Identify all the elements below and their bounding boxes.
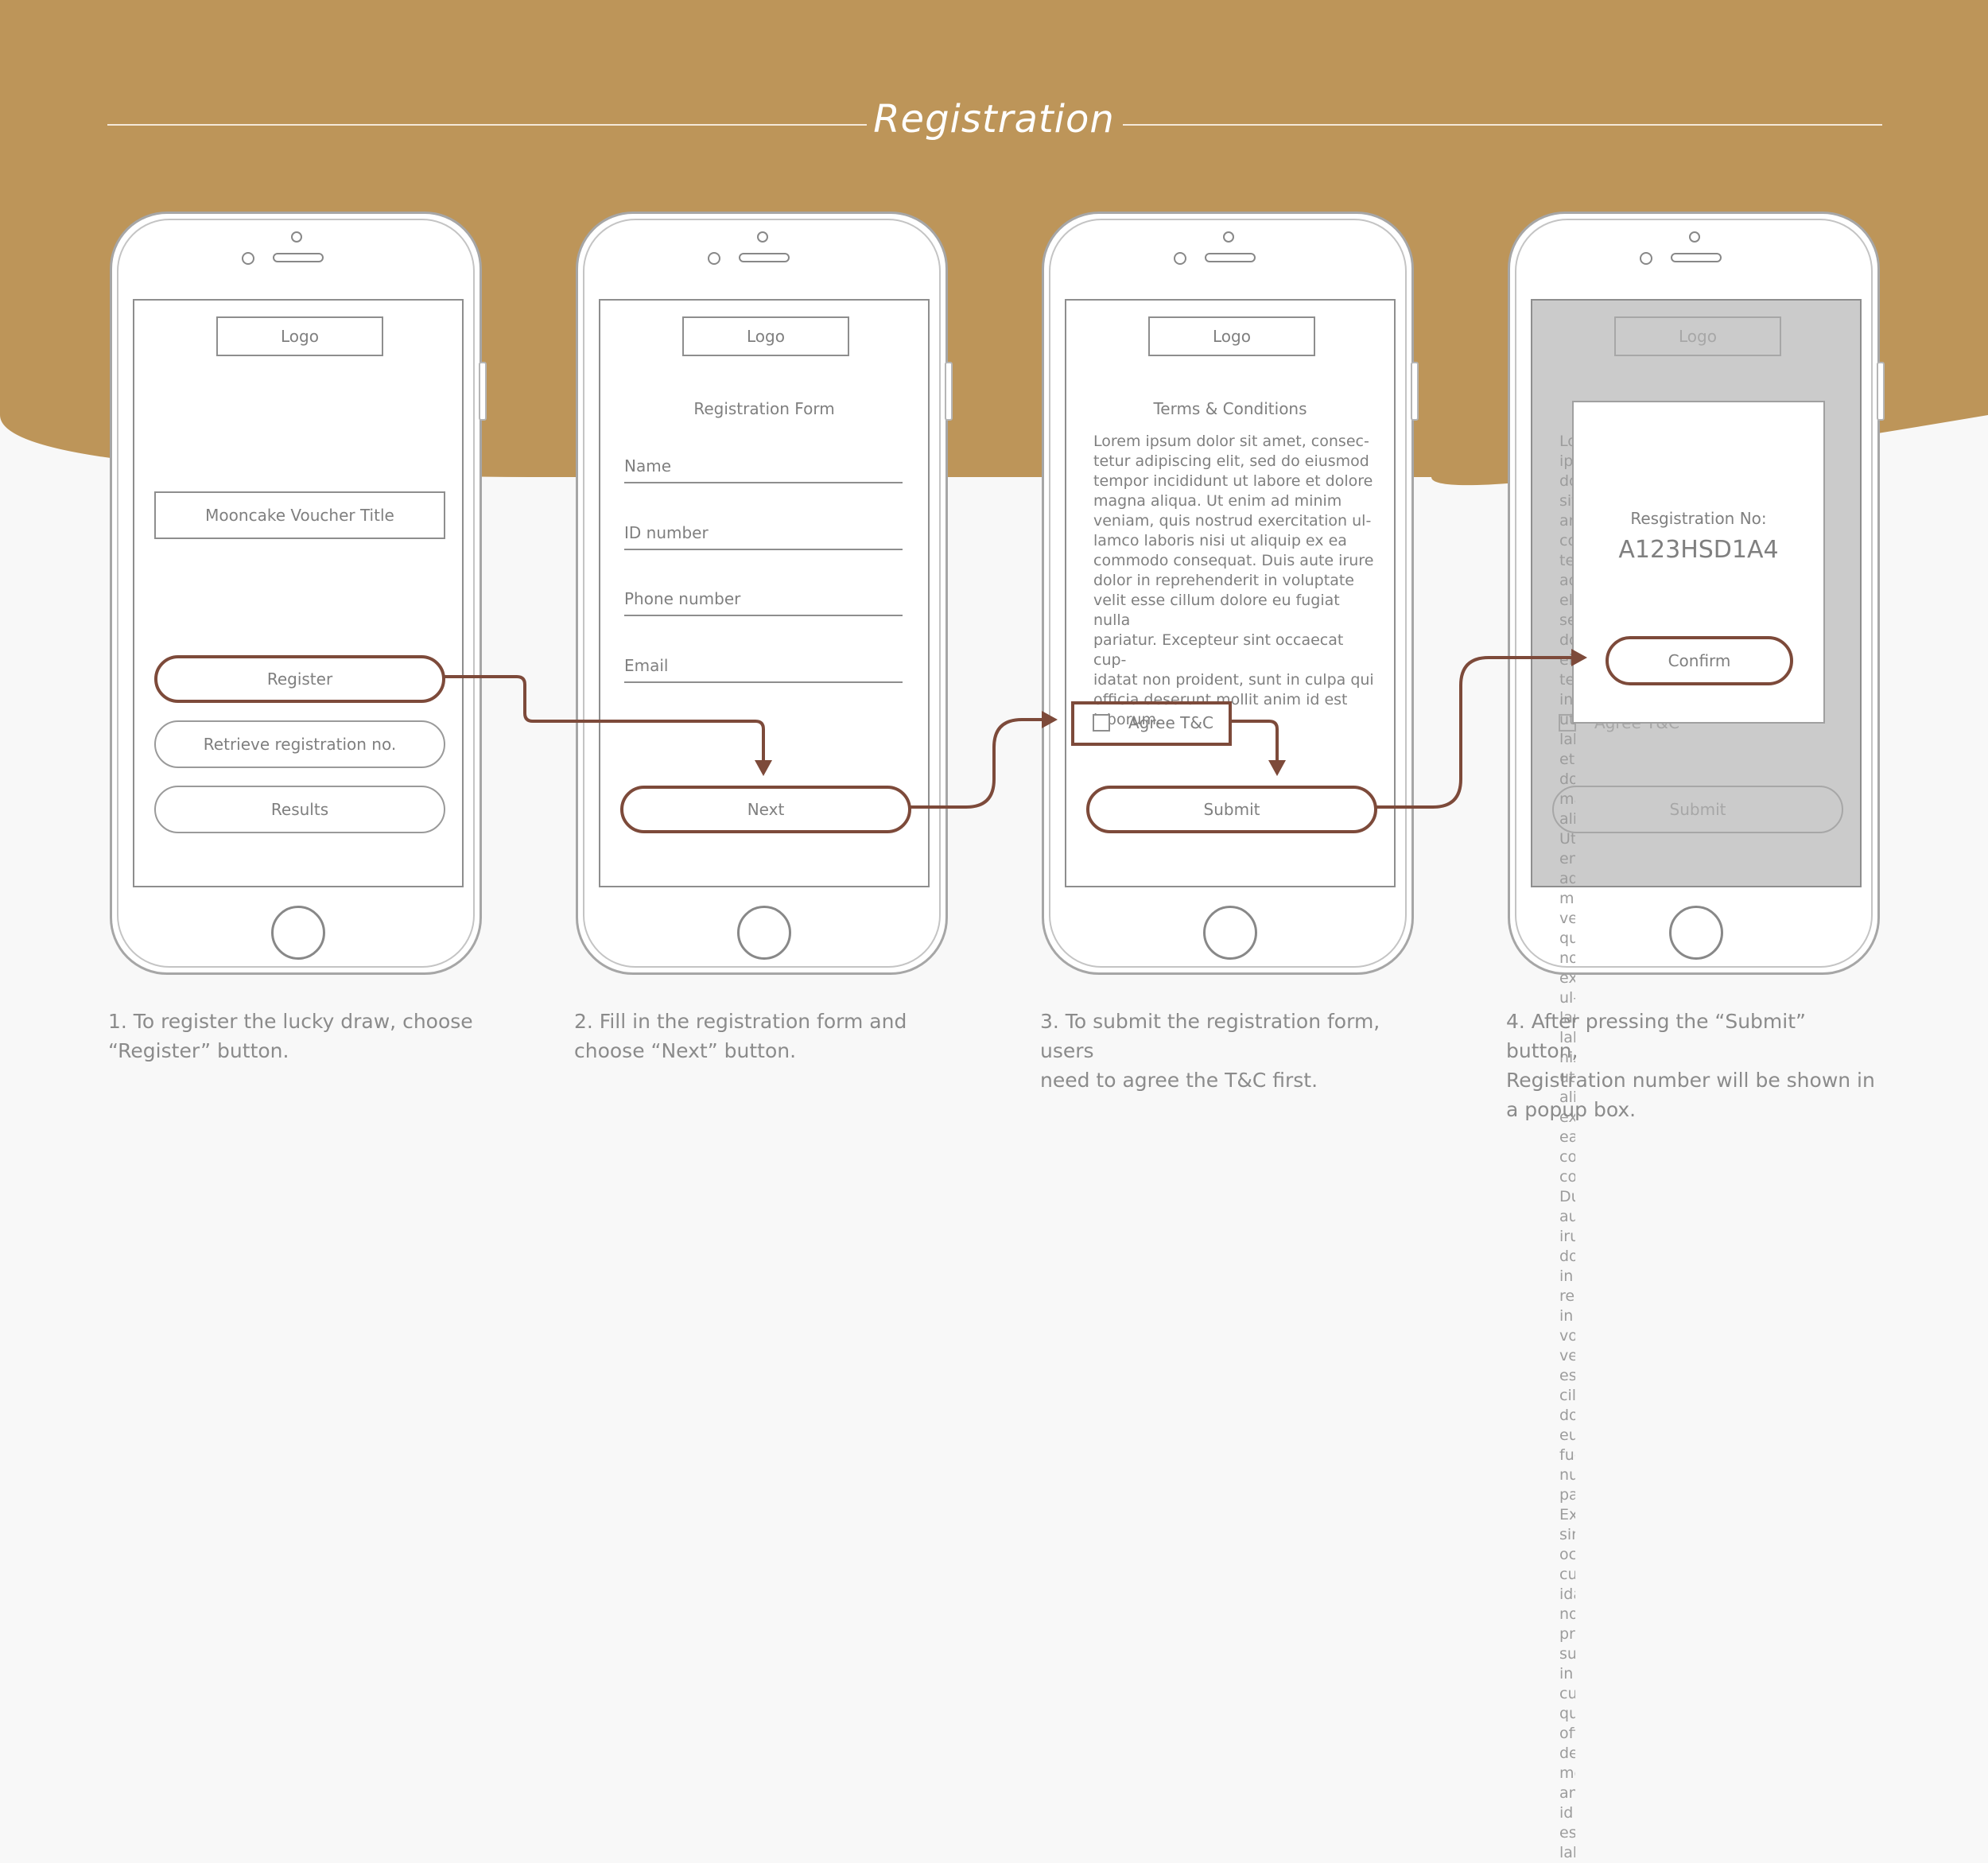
screen-registration-form: Logo Registration Form Name ID number Ph… bbox=[599, 299, 930, 887]
gold-banner-background bbox=[0, 0, 1988, 486]
sensor-icon bbox=[1174, 252, 1186, 265]
email-field[interactable] bbox=[624, 681, 903, 683]
speaker-grille-icon bbox=[1671, 253, 1722, 262]
screen-popup: Logo Lorem ipsum dolor sit amet, consec-… bbox=[1531, 299, 1862, 1861]
next-button[interactable]: Next bbox=[620, 786, 911, 833]
name-field[interactable] bbox=[624, 482, 903, 483]
confirm-button[interactable]: Confirm bbox=[1606, 636, 1793, 685]
title-rule-right bbox=[1123, 124, 1882, 126]
screen-home: Logo Mooncake Voucher Title Register Ret… bbox=[133, 299, 464, 887]
id-number-field-label: ID number bbox=[624, 523, 709, 542]
side-button bbox=[1411, 362, 1419, 421]
side-button bbox=[1877, 362, 1885, 421]
agree-tc-checkbox[interactable] bbox=[1093, 714, 1110, 732]
speaker-grille-icon bbox=[739, 253, 790, 262]
caption-step-4: 4. After pressing the “Submit” button, R… bbox=[1506, 1010, 1875, 1121]
phone-mockup-2: Logo Registration Form Name ID number Ph… bbox=[576, 212, 953, 975]
register-button[interactable]: Register bbox=[154, 655, 445, 703]
phone-number-field-label: Phone number bbox=[624, 589, 741, 608]
voucher-title-box: Mooncake Voucher Title bbox=[154, 491, 445, 539]
phone-mockup-1: Logo Mooncake Voucher Title Register Ret… bbox=[110, 212, 487, 975]
logo-placeholder: Logo bbox=[1614, 316, 1781, 356]
id-number-field[interactable] bbox=[624, 549, 903, 550]
phone-bezel bbox=[1515, 219, 1873, 968]
phone-number-field[interactable] bbox=[624, 615, 903, 616]
registration-number: A123HSD1A4 bbox=[1618, 536, 1779, 564]
logo-placeholder: Logo bbox=[216, 316, 383, 356]
home-button-icon bbox=[1669, 906, 1723, 960]
phone-bezel bbox=[117, 219, 475, 968]
name-field-label: Name bbox=[624, 456, 672, 475]
front-camera-icon bbox=[1689, 231, 1700, 243]
caption-step-1: 1. To register the lucky draw, choose “R… bbox=[108, 1010, 473, 1062]
logo-placeholder: Logo bbox=[682, 316, 849, 356]
side-button bbox=[945, 362, 953, 421]
title-rule-left bbox=[107, 124, 867, 126]
submit-button-dimmed: Submit bbox=[1552, 786, 1843, 833]
front-camera-icon bbox=[757, 231, 768, 243]
phone-bezel bbox=[1049, 219, 1407, 968]
phone-bezel bbox=[583, 219, 941, 968]
front-camera-icon bbox=[291, 231, 302, 243]
front-camera-icon bbox=[1223, 231, 1234, 243]
caption-step-2: 2. Fill in the registration form and cho… bbox=[574, 1010, 907, 1062]
retrieve-registration-button[interactable]: Retrieve registration no. bbox=[154, 720, 445, 768]
results-button[interactable]: Results bbox=[154, 786, 445, 833]
email-field-label: Email bbox=[624, 656, 669, 675]
phone-mockup-4: Logo Lorem ipsum dolor sit amet, consec-… bbox=[1508, 212, 1885, 1861]
phone-mockup-3: Logo Terms & Conditions Lorem ipsum dolo… bbox=[1042, 212, 1419, 975]
speaker-grille-icon bbox=[273, 253, 324, 262]
sensor-icon bbox=[242, 252, 254, 265]
terms-heading: Terms & Conditions bbox=[1153, 399, 1307, 418]
caption-step-3: 3. To submit the registration form, user… bbox=[1040, 1010, 1380, 1092]
registration-popup: Resgistration No: A123HSD1A4 Confirm bbox=[1572, 401, 1825, 724]
home-button-icon bbox=[737, 906, 791, 960]
agree-tc-label: Agree T&C bbox=[1128, 713, 1213, 732]
speaker-grille-icon bbox=[1205, 253, 1256, 262]
page-title: Registration bbox=[873, 97, 1115, 142]
terms-text: Lorem ipsum dolor sit amet, consec- tetu… bbox=[1093, 433, 1374, 728]
registration-no-label: Resgistration No: bbox=[1630, 509, 1767, 528]
logo-placeholder: Logo bbox=[1148, 316, 1315, 356]
submit-button[interactable]: Submit bbox=[1086, 786, 1377, 833]
home-button-icon bbox=[271, 906, 325, 960]
home-button-icon bbox=[1203, 906, 1257, 960]
side-button bbox=[479, 362, 487, 421]
sensor-icon bbox=[708, 252, 720, 265]
agree-tc-highlight bbox=[1071, 701, 1232, 746]
screen-terms: Logo Terms & Conditions Lorem ipsum dolo… bbox=[1065, 299, 1396, 887]
form-heading: Registration Form bbox=[693, 399, 835, 418]
sensor-icon bbox=[1640, 252, 1652, 265]
